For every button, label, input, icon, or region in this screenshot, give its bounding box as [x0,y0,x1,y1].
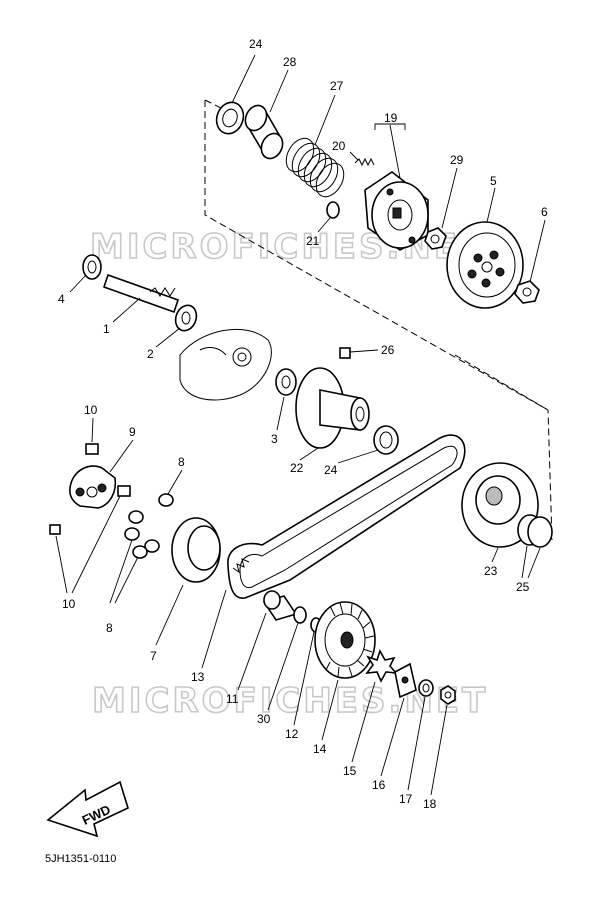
part-24-washer-lower [373,425,399,455]
callout-12: 12 [285,727,299,741]
callout-1: 1 [103,322,110,336]
part-25-o-rings [517,514,553,548]
callout-29: 29 [450,153,464,167]
part-29-nut [424,227,447,250]
part-6-nut [514,280,540,304]
callout-9: 9 [129,425,136,439]
part-30-washer [293,606,307,624]
callout-7: 7 [150,649,157,663]
callout-11: 11 [226,692,239,706]
part-5-clutch-housing [446,221,524,309]
part-3-washer [275,368,297,396]
part-22-sheave [295,367,370,449]
callout-22: 22 [290,461,304,475]
leader-lines [55,54,546,796]
part-21-ring [326,201,340,219]
part-19-clutch-assembly [364,171,429,251]
part-28-bushing [244,104,284,160]
part-7-primary-sheave [171,517,221,583]
callout-5: 5 [490,174,497,188]
callout-17: 17 [399,792,413,806]
part-4-bearing [82,254,102,280]
callout-20: 20 [332,139,346,153]
callout-18: 18 [423,797,437,811]
callout-27: 27 [330,79,344,93]
part-2-bearing [174,304,198,332]
part-24-washer-top [215,101,245,135]
part-14-fan-sheave [314,601,376,679]
part-18-nut [440,685,456,705]
callout-labels: 24 28 27 19 20 29 5 6 21 4 1 2 26 3 22 2… [58,37,548,811]
callout-16: 16 [372,778,386,792]
part-13-v-belt [227,434,466,599]
part-1-shaft [102,273,180,314]
callout-24-lower: 24 [324,463,338,477]
callout-26: 26 [381,343,395,357]
callout-4: 4 [58,292,65,306]
callout-23: 23 [484,564,498,578]
part-16-plate [394,662,417,699]
part-17-washer [418,679,434,697]
alignment-lines [204,99,553,541]
callout-30: 30 [257,712,271,726]
fwd-arrow-icon: FWD [46,780,129,838]
callout-10-bottom: 10 [62,597,76,611]
part-8-weights [124,493,174,559]
part-15-star-washer [365,649,398,683]
part-10-slide-pieces [49,443,131,535]
part-20-small-spring [354,157,375,167]
part-9-cam [69,465,117,509]
crankcase-cover [179,328,272,401]
callout-8-bottom: 8 [106,621,113,635]
part-11-collar [262,590,298,621]
callout-13: 13 [191,670,205,684]
part-26-pin [339,347,351,359]
callout-8-top: 8 [178,455,185,469]
callout-2: 2 [147,347,154,361]
callout-6: 6 [541,205,548,219]
callout-15: 15 [343,764,357,778]
diagram-part-code: 5JH1351-0110 [45,853,116,865]
callout-3: 3 [271,432,278,446]
callout-19: 19 [384,111,398,125]
callout-24-top: 24 [249,37,263,51]
callout-14: 14 [313,742,327,756]
callout-25: 25 [516,580,530,594]
callout-28: 28 [283,55,297,69]
callout-10-top: 10 [84,403,98,417]
callout-21: 21 [306,234,320,248]
